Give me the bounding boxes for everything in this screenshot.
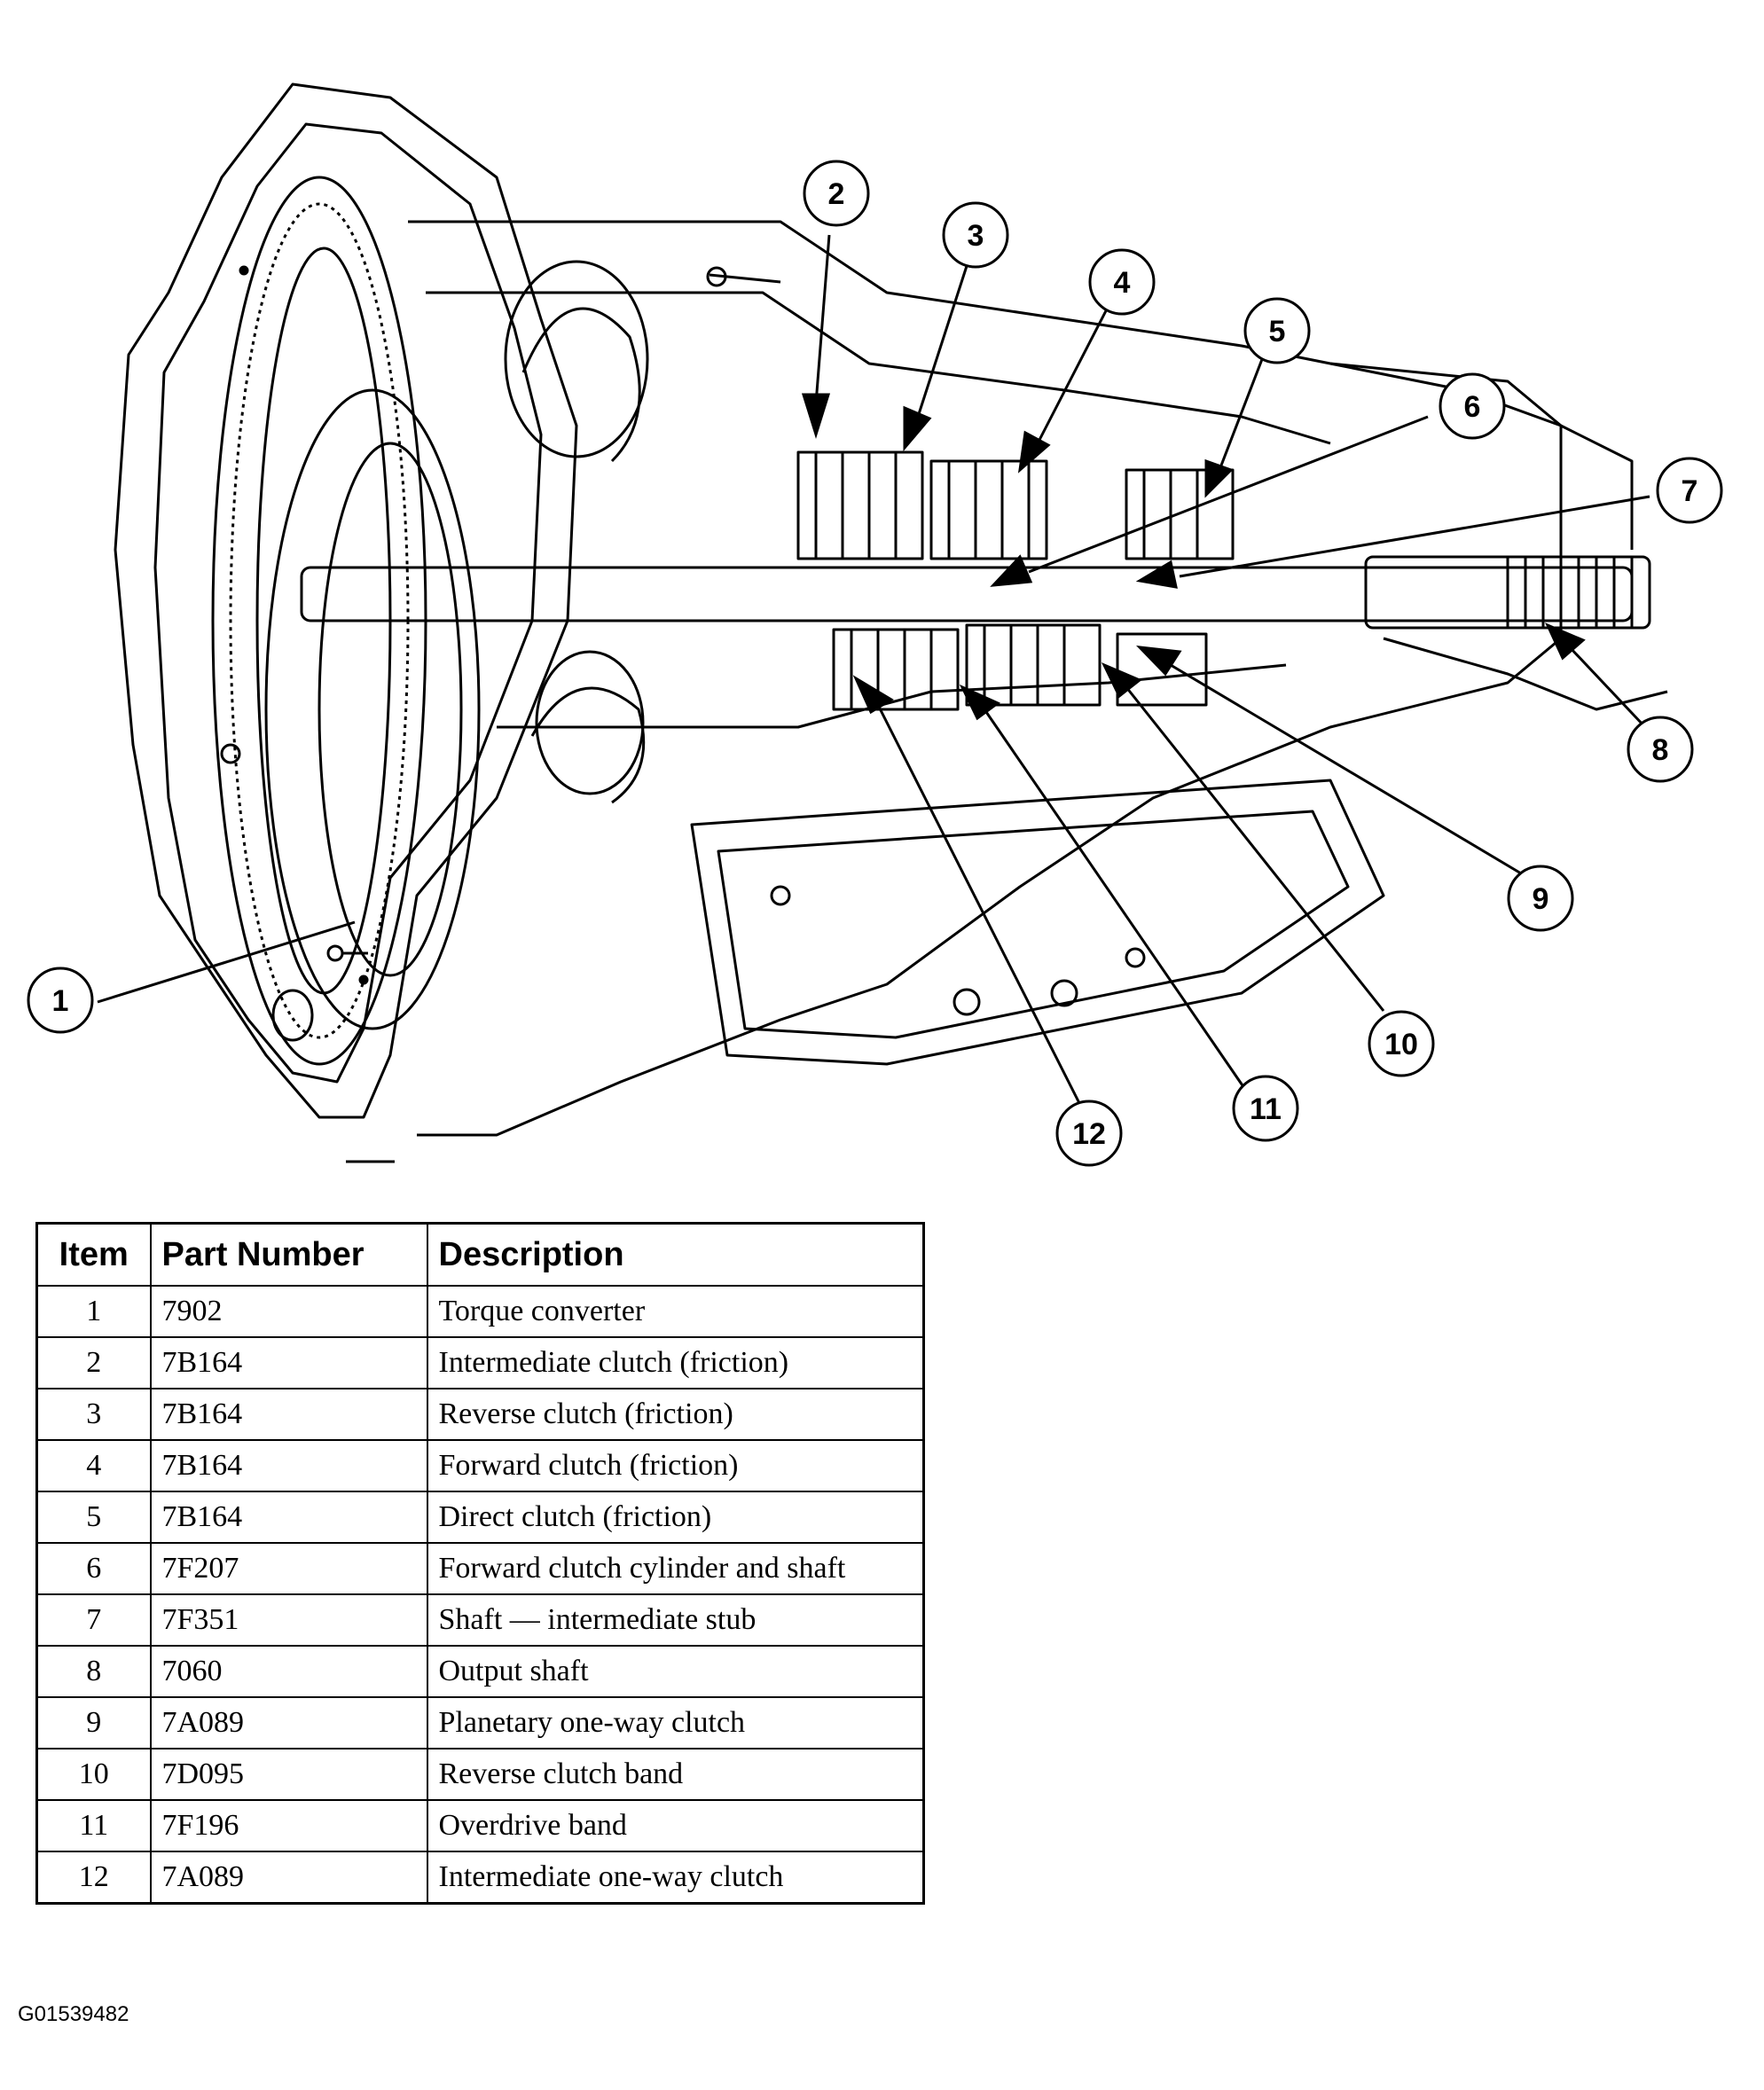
- cell-part-number: 7B164: [149, 1491, 428, 1544]
- table-row: 3 7B164 Reverse clutch (friction): [35, 1388, 925, 1441]
- header-part-number: Part Number: [149, 1222, 428, 1287]
- callout-3: 3: [942, 201, 1009, 269]
- cell-description: Reverse clutch (friction): [426, 1388, 925, 1441]
- cell-item: 9: [35, 1696, 152, 1749]
- table-row: 6 7F207 Forward clutch cylinder and shaf…: [35, 1542, 925, 1595]
- table-row: 12 7A089 Intermediate one-way clutch: [35, 1851, 925, 1905]
- callout-5: 5: [1243, 297, 1311, 364]
- cell-description: Output shaft: [426, 1645, 925, 1698]
- cell-description: Shaft — intermediate stub: [426, 1593, 925, 1647]
- cell-item: 2: [35, 1336, 152, 1389]
- callout-2-label: 2: [828, 177, 845, 211]
- cell-description: Reverse clutch band: [426, 1748, 925, 1801]
- table-row: 9 7A089 Planetary one-way clutch: [35, 1696, 925, 1749]
- transmission-drawing: [114, 82, 1668, 1137]
- leader-lines: [97, 234, 1650, 1109]
- cell-item: 5: [35, 1491, 152, 1544]
- callout-10-label: 10: [1384, 1028, 1418, 1061]
- cell-part-number: 7902: [149, 1285, 428, 1338]
- cell-description: Torque converter: [426, 1285, 925, 1338]
- cell-part-number: 7B164: [149, 1388, 428, 1441]
- table-row: 8 7060 Output shaft: [35, 1645, 925, 1698]
- cell-part-number: 7F207: [149, 1542, 428, 1595]
- cell-description: Overdrive band: [426, 1799, 925, 1852]
- table-row: 11 7F196 Overdrive band: [35, 1799, 925, 1852]
- table-row: 7 7F351 Shaft — intermediate stub: [35, 1593, 925, 1647]
- table-row: 1 7902 Torque converter: [35, 1285, 925, 1338]
- callout-12: 12: [1055, 1100, 1123, 1167]
- cell-part-number: 7A089: [149, 1696, 428, 1749]
- callout-12-label: 12: [1072, 1117, 1106, 1151]
- cell-item: 12: [35, 1851, 152, 1905]
- callout-4: 4: [1088, 248, 1156, 316]
- cell-item: 10: [35, 1748, 152, 1801]
- callout-6-label: 6: [1464, 390, 1481, 424]
- parts-table: Item Part Number Description 1 7902 Torq…: [35, 1222, 925, 1905]
- cell-item: 8: [35, 1645, 152, 1698]
- cell-description: Intermediate clutch (friction): [426, 1336, 925, 1389]
- cell-item: 3: [35, 1388, 152, 1441]
- cell-description: Direct clutch (friction): [426, 1491, 925, 1544]
- table-row: 5 7B164 Direct clutch (friction): [35, 1491, 925, 1544]
- table-row: 10 7D095 Reverse clutch band: [35, 1748, 925, 1801]
- cell-description: Intermediate one-way clutch: [426, 1851, 925, 1905]
- callout-6: 6: [1439, 372, 1506, 440]
- cell-part-number: 7F196: [149, 1799, 428, 1852]
- callout-11-label: 11: [1250, 1092, 1282, 1126]
- cell-item: 6: [35, 1542, 152, 1595]
- cell-part-number: 7B164: [149, 1336, 428, 1389]
- cell-item: 7: [35, 1593, 152, 1647]
- cell-description: Planetary one-way clutch: [426, 1696, 925, 1749]
- callout-10: 10: [1368, 1010, 1435, 1077]
- table-row: 4 7B164 Forward clutch (friction): [35, 1439, 925, 1492]
- cell-part-number: 7A089: [149, 1851, 428, 1905]
- callout-1-label: 1: [52, 984, 69, 1018]
- callout-2: 2: [803, 160, 870, 227]
- cell-description: Forward clutch cylinder and shaft: [426, 1542, 925, 1595]
- table-row: 2 7B164 Intermediate clutch (friction): [35, 1336, 925, 1389]
- table-header-row: Item Part Number Description: [35, 1222, 925, 1287]
- cell-part-number: 7B164: [149, 1439, 428, 1492]
- callout-7: 7: [1656, 457, 1723, 524]
- callout-3-label: 3: [968, 219, 984, 253]
- callout-9-label: 9: [1533, 882, 1549, 916]
- cell-item: 11: [35, 1799, 152, 1852]
- header-description: Description: [426, 1222, 925, 1287]
- callout-11: 11: [1232, 1075, 1299, 1142]
- header-item: Item: [35, 1222, 152, 1287]
- callout-7-label: 7: [1682, 474, 1698, 508]
- callout-9: 9: [1507, 865, 1574, 932]
- cell-item: 4: [35, 1439, 152, 1492]
- cell-description: Forward clutch (friction): [426, 1439, 925, 1492]
- cell-item: 1: [35, 1285, 152, 1338]
- cell-part-number: 7060: [149, 1645, 428, 1698]
- cell-part-number: 7F351: [149, 1593, 428, 1647]
- callout-8: 8: [1627, 716, 1694, 783]
- callout-1: 1: [27, 967, 94, 1034]
- callout-5-label: 5: [1269, 315, 1286, 348]
- callout-4-label: 4: [1114, 266, 1131, 300]
- cell-part-number: 7D095: [149, 1748, 428, 1801]
- figure-id: G01539482: [18, 2002, 129, 2026]
- transmission-cutaway-diagram: 1 2 3 4 5 6 7 8 9 10 11 12: [27, 82, 1723, 1167]
- callout-8-label: 8: [1652, 733, 1669, 767]
